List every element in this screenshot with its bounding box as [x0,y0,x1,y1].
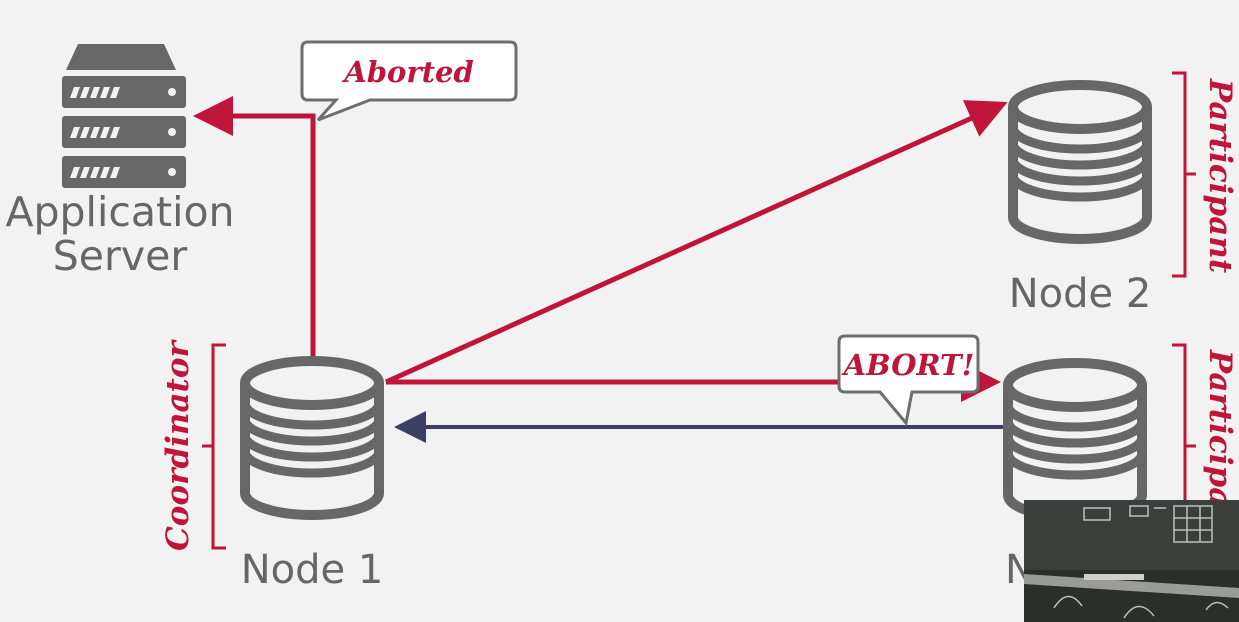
server-label-line2: Server [53,232,188,280]
node2-database-icon [1013,85,1147,239]
node3-database-icon [1008,363,1142,517]
webcam-feed-icon [1024,500,1239,622]
aborted-response-arrow [198,116,313,357]
server-rack-icon [62,44,186,188]
node1-label: Node 1 [241,547,384,593]
participant-top-bracket [1172,73,1196,276]
aborted-bubble-text: Aborted [341,55,474,89]
abort-bubble-text: ABORT! [841,348,975,382]
coordinator-bracket [202,345,226,548]
node1-database-icon [245,361,379,515]
node2-label: Node 2 [1009,271,1152,317]
coordinator-label: Coordinator [160,338,196,550]
server-label-line1: Application [5,188,234,236]
participant-top-label: Participant [1202,78,1238,274]
